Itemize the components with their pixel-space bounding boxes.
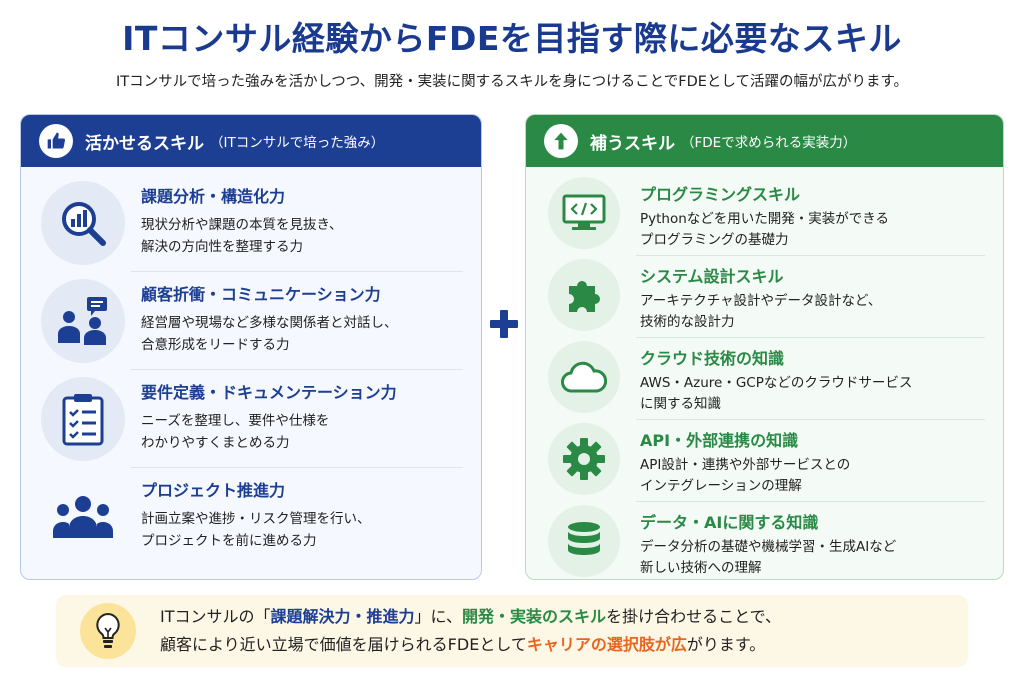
gear-icon xyxy=(548,423,620,495)
skill-desc-line: API設計・連携や外部サービスとの xyxy=(640,457,851,473)
skill-desc-line: Pythonなどを用いた開発・実装ができる xyxy=(640,211,890,227)
skill-item-cloud: クラウド技術の知識 AWS・Azure・GCPなどのクラウドサービス に関する知… xyxy=(526,337,1003,418)
summary-fragment: 」に、 xyxy=(414,607,463,626)
skill-desc-line: ニーズを整理し、要件や仕様を xyxy=(141,413,330,429)
skill-title: 要件定義・ドキュメンテーション力 xyxy=(141,383,397,402)
skill-item-api: API・外部連携の知識 API設計・連携や外部サービスとの インテグレーションの… xyxy=(526,419,1003,500)
skill-desc-line: インテグレーションの理解 xyxy=(640,478,802,494)
skill-desc-line: 経営層や現場など多様な関係者と対話し、 xyxy=(141,315,398,331)
team-icon xyxy=(41,475,125,559)
database-icon xyxy=(548,505,620,577)
summary-fragment: 顧客により近い立場で価値を届けられるFDEとして xyxy=(160,635,527,654)
skill-title: 課題分析・構造化力 xyxy=(141,187,286,206)
thumbs-up-icon xyxy=(39,124,73,158)
clipboard-checklist-icon xyxy=(41,377,125,461)
skill-desc-line: AWS・Azure・GCPなどのクラウドサービス xyxy=(640,375,913,391)
skill-item-requirements: 要件定義・ドキュメンテーション力 ニーズを整理し、要件や仕様を わかりやすくまと… xyxy=(21,369,481,469)
skill-item-project: プロジェクト推進力 計画立案や進捗・リスク管理を行い、 プロジェクトを前に進める… xyxy=(21,467,481,567)
complement-skills-panel: 補うスキル （FDEで求められる実装力） プログラミングスキル Pythonなど… xyxy=(525,114,1004,580)
complement-skills-header: 補うスキル （FDEで求められる実装力） xyxy=(526,115,1003,167)
complement-skills-note: （FDEで求められる実装力） xyxy=(681,135,857,151)
skill-desc-line: データ分析の基礎や機械学習・生成AIなど xyxy=(640,539,897,555)
leverage-skills-title: 活かせるスキル xyxy=(85,133,204,154)
puzzle-icon xyxy=(548,259,620,331)
skill-desc-line: 技術的な設計力 xyxy=(640,314,735,330)
skill-desc-line: 合意形成をリードする力 xyxy=(141,337,290,353)
skill-desc-line: 解決の方向性を整理する力 xyxy=(141,239,303,255)
skill-item-data-ai: データ・AIに関する知識 データ分析の基礎や機械学習・生成AIなど 新しい技術へ… xyxy=(526,501,1003,579)
summary-fragment: を掛け合わせることで、 xyxy=(606,607,781,626)
page-subtitle: ITコンサルで培った強みを活かしつつ、開発・実装に関するスキルを身につけることで… xyxy=(115,74,909,90)
skill-desc-line: プログラミングの基礎力 xyxy=(640,232,789,248)
lightbulb-icon xyxy=(80,603,136,659)
skill-desc-line: アーキテクチャ設計やデータ設計など、 xyxy=(640,293,882,309)
leverage-skills-header: 活かせるスキル （ITコンサルで培った強み） xyxy=(21,115,481,167)
leverage-skills-note: （ITコンサルで培った強み） xyxy=(210,135,385,151)
skill-title: クラウド技術の知識 xyxy=(640,349,785,368)
summary-fragment: がります。 xyxy=(686,635,766,654)
skill-title: システム設計スキル xyxy=(640,267,784,286)
leverage-skills-panel: 活かせるスキル （ITコンサルで培った強み） 課題分析・構造化力 現状分析や課題… xyxy=(20,114,482,580)
skill-desc-line: 計画立案や進捗・リスク管理を行い、 xyxy=(141,511,371,527)
summary-fragment: ITコンサルの「 xyxy=(160,607,271,626)
summary-line-1: ITコンサルの「課題解決力・推進力」に、開発・実装のスキルを掛け合わせることで、 xyxy=(160,603,781,631)
skill-desc-line: わかりやすくまとめる力 xyxy=(141,435,290,451)
summary-highlight-dev-skill: 開発・実装のスキル xyxy=(462,607,607,626)
skill-item-system-design: システム設計スキル アーキテクチャ設計やデータ設計など、 技術的な設計力 xyxy=(526,255,1003,336)
skill-title: 顧客折衝・コミュニケーション力 xyxy=(141,285,381,304)
skill-item-programming: プログラミングスキル Pythonなどを用いた開発・実装ができる プログラミング… xyxy=(526,173,1003,254)
magnifier-chart-icon xyxy=(41,181,125,265)
page-title: ITコンサル経験からFDEを目指す際に必要なスキル xyxy=(122,19,902,58)
complement-skills-title: 補うスキル xyxy=(590,133,675,154)
skill-desc-line: 新しい技術への理解 xyxy=(640,560,762,576)
summary-box: ITコンサルの「課題解決力・推進力」に、開発・実装のスキルを掛け合わせることで、… xyxy=(56,595,968,667)
summary-highlight-career: キャリアの選択肢が広 xyxy=(526,635,687,654)
summary-highlight-strength: 課題解決力・推進力 xyxy=(270,607,415,626)
skill-desc-line: プロジェクトを前に進める力 xyxy=(141,533,317,549)
skill-item-communication: 顧客折衝・コミュニケーション力 経営層や現場など多様な関係者と対話し、 合意形成… xyxy=(21,271,481,371)
skill-title: データ・AIに関する知識 xyxy=(640,513,819,532)
people-chat-icon xyxy=(41,279,125,363)
skill-desc-line: に関する知識 xyxy=(640,396,721,412)
summary-text: ITコンサルの「課題解決力・推進力」に、開発・実装のスキルを掛け合わせることで、… xyxy=(160,603,781,659)
plus-icon xyxy=(488,308,520,340)
cloud-icon xyxy=(548,341,620,413)
arrow-up-icon xyxy=(544,124,578,158)
summary-line-2: 顧客により近い立場で価値を届けられるFDEとしてキャリアの選択肢が広がります。 xyxy=(160,631,781,659)
code-monitor-icon xyxy=(548,177,620,249)
skill-desc-line: 現状分析や課題の本質を見抜き、 xyxy=(141,217,343,233)
skill-title: プログラミングスキル xyxy=(640,185,801,204)
skill-title: API・外部連携の知識 xyxy=(640,431,799,450)
skill-title: プロジェクト推進力 xyxy=(141,481,286,500)
skill-item-analysis: 課題分析・構造化力 現状分析や課題の本質を見抜き、 解決の方向性を整理する力 xyxy=(21,173,481,273)
